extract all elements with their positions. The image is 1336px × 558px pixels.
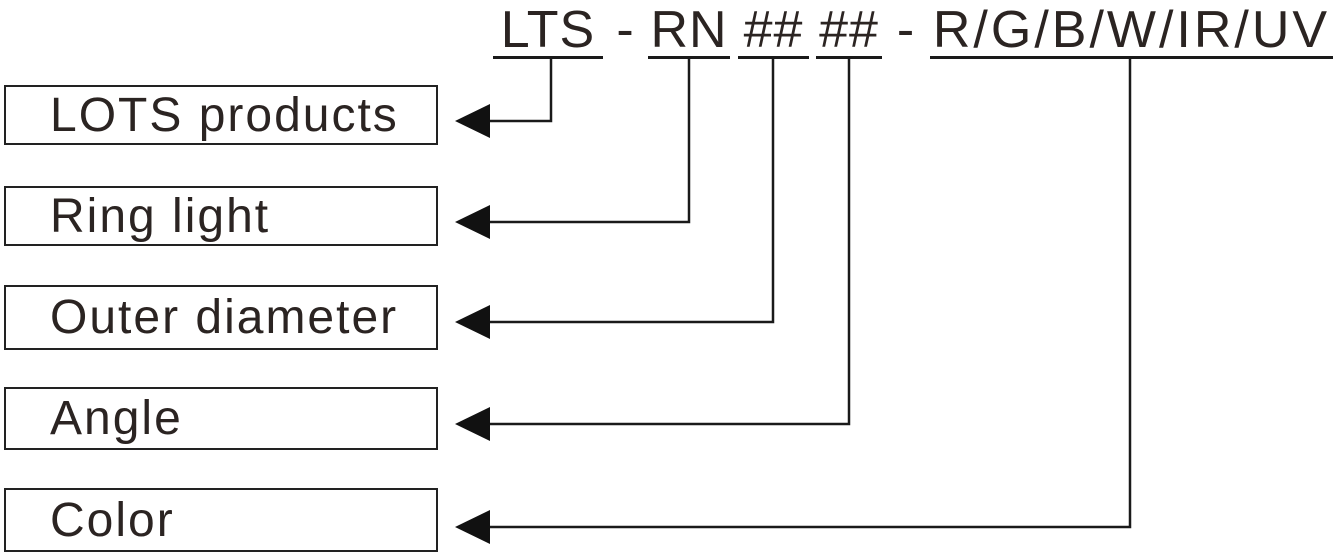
label-box-color: Color	[4, 488, 438, 552]
connector-line-angle	[490, 59, 851, 426]
connector-line-rn	[490, 59, 691, 224]
code-segment-diameter: ##	[738, 0, 809, 59]
label-box-ring-light: Ring light	[4, 186, 438, 246]
code-separator-dash: -	[616, 1, 635, 59]
code-segment-angle: ##	[816, 0, 882, 59]
arrow-left-icon	[455, 104, 490, 138]
arrow-left-icon	[455, 205, 490, 239]
label-text-ring-light: Ring light	[50, 189, 271, 243]
label-text-lots-products: LOTS products	[50, 88, 399, 142]
code-segment-lts: LTS	[493, 0, 603, 59]
label-text-angle: Angle	[50, 392, 183, 445]
label-box-outer-diameter: Outer diameter	[4, 285, 438, 350]
connector-line-diameter	[490, 59, 775, 324]
code-separator-dash: -	[896, 1, 916, 59]
label-text-outer-diameter: Outer diameter	[50, 291, 399, 344]
connector-line-lts	[490, 59, 553, 123]
label-box-angle: Angle	[4, 387, 438, 450]
arrow-left-icon	[455, 510, 490, 544]
code-segment-color: R/G/B/W/IR/UV	[930, 0, 1333, 59]
arrow-left-icon	[455, 407, 490, 441]
arrow-left-icon	[455, 305, 490, 339]
label-box-lots-products: LOTS products	[4, 85, 438, 145]
code-segment-rn: RN	[648, 0, 730, 59]
connector-line-color	[490, 59, 1132, 529]
label-text-color: Color	[50, 493, 175, 547]
